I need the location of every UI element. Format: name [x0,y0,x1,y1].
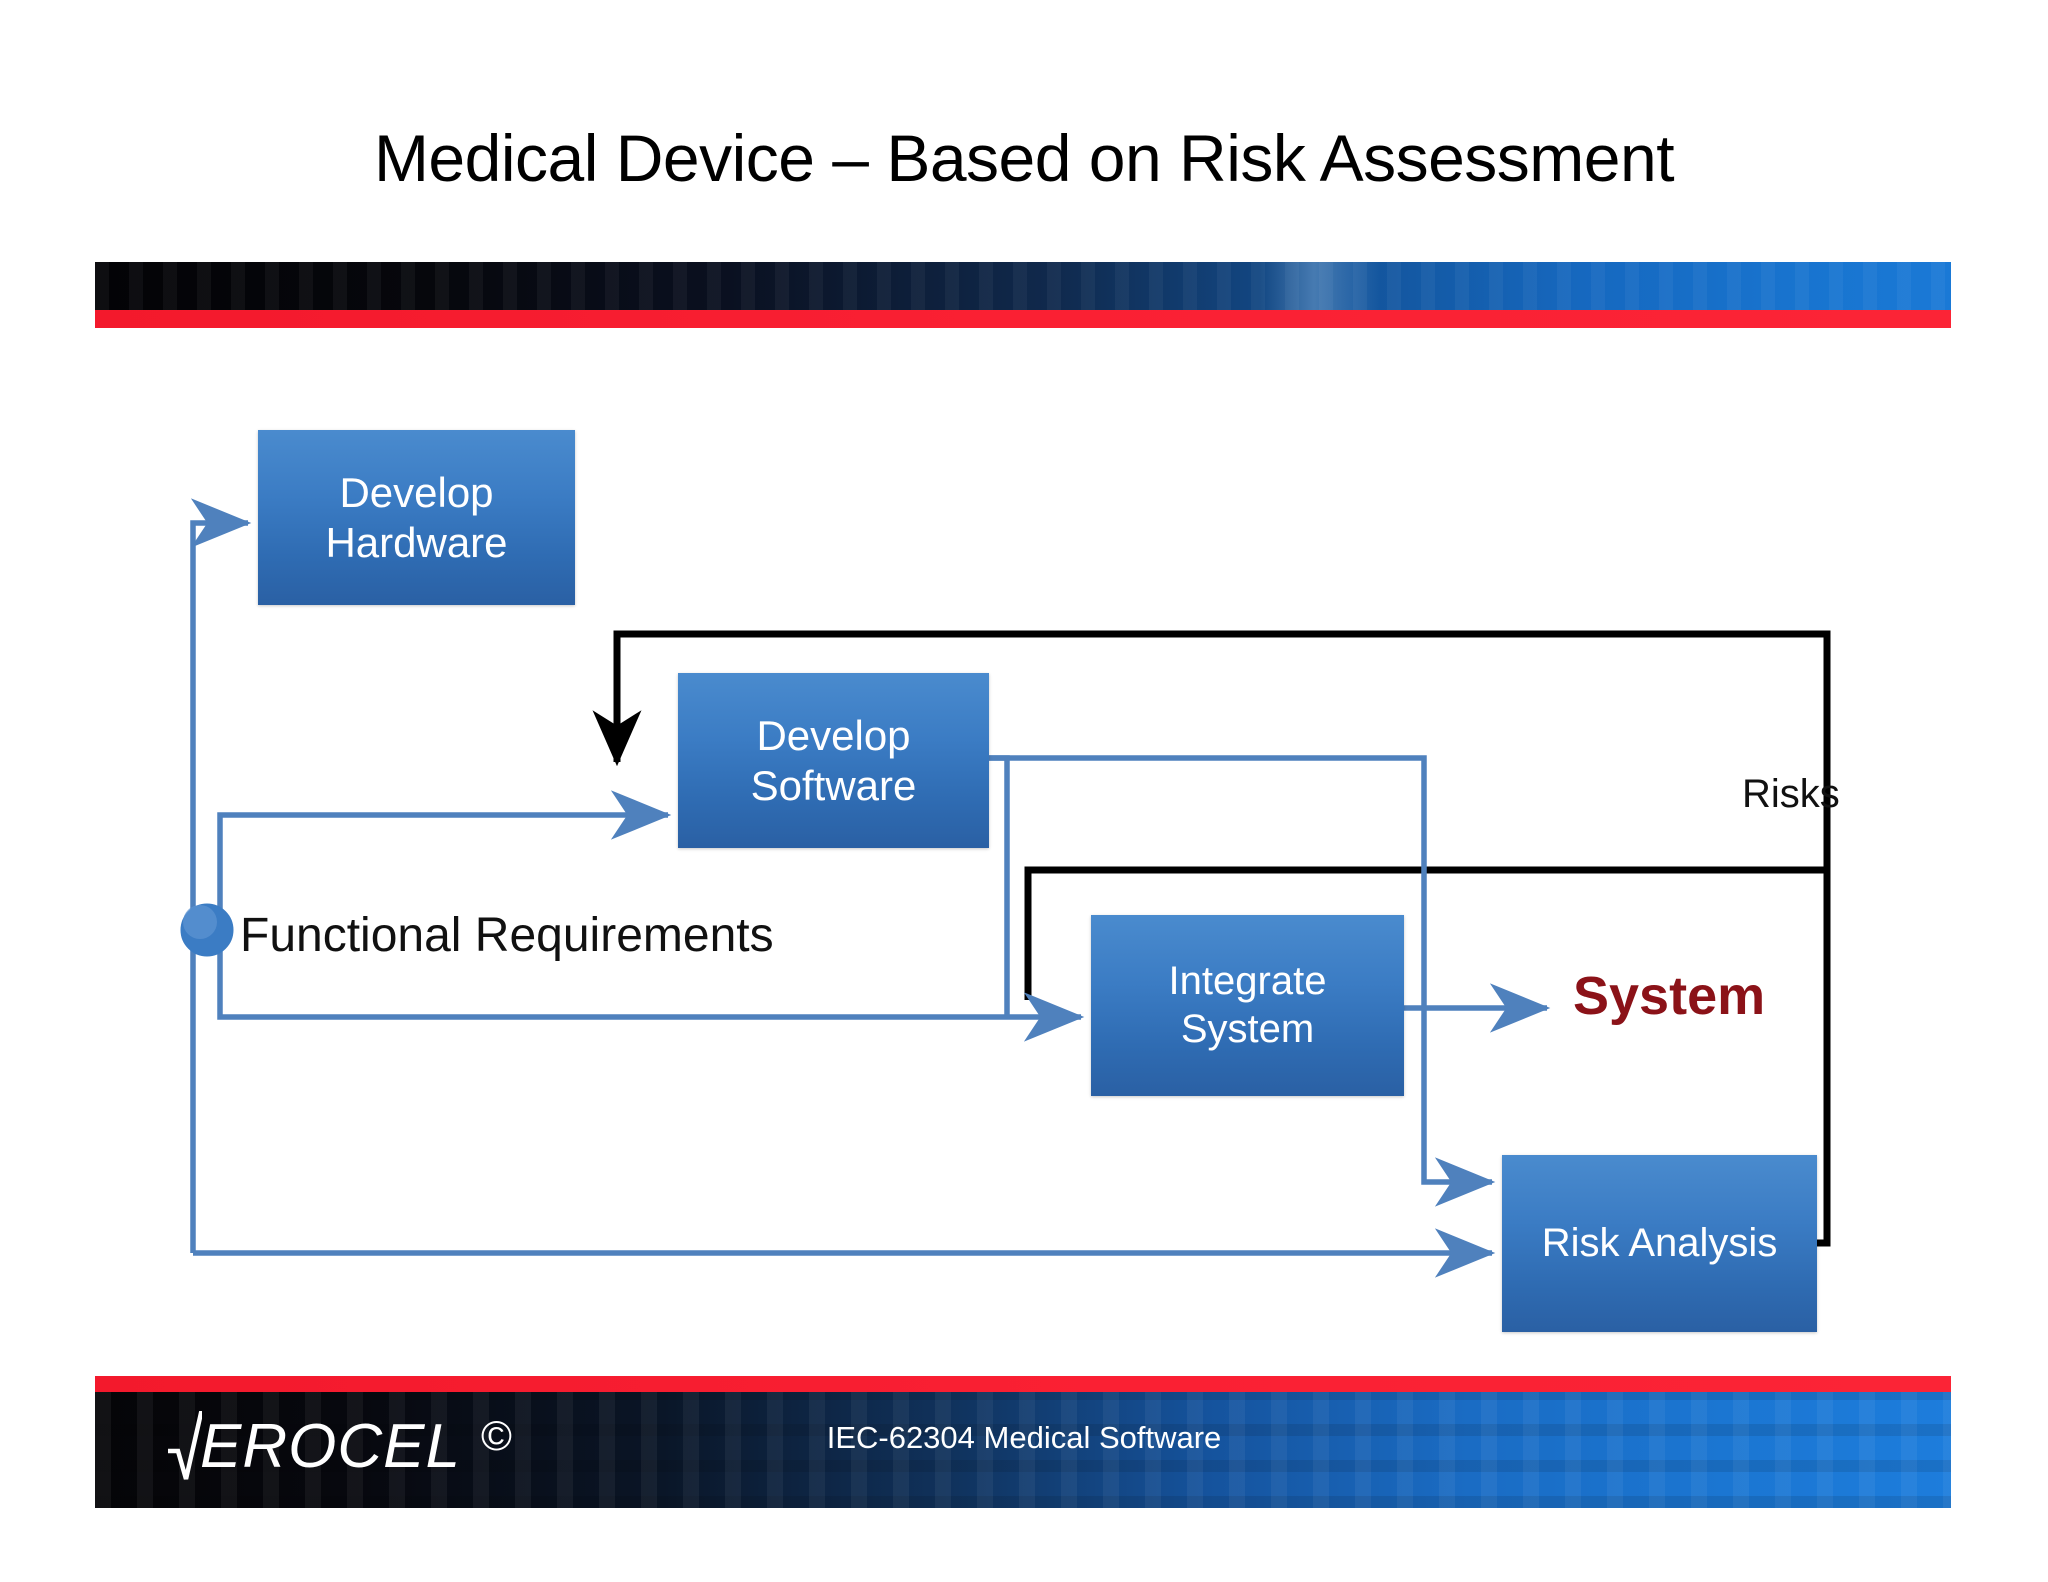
connector-fr-to-develop-software [217,790,672,930]
node-risk-analysis-label: Risk Analysis [1541,1220,1778,1265]
verocel-logo: EROCEL © [168,1407,513,1485]
footer-banner-red-stripe [95,1376,1951,1392]
verocel-logo-text: EROCEL [200,1411,461,1481]
copyright-symbol: © [480,1412,513,1459]
connector-fr-to-develop-hardware [190,498,252,1253]
connector-risks-to-integrate-system [1024,866,1827,1000]
page-title: Medical Device – Based on Risk Assessmen… [373,121,1675,195]
connector-risks-to-develop-software [592,630,1831,1247]
label-functional-requirements: Functional Requirements [240,909,774,962]
connector-develop-software-to-integrate-system [989,755,1010,1017]
footer-banner [95,1392,1951,1508]
header-banner-red-stripe [95,310,1951,328]
header-banner-sheen [1260,262,1380,310]
footer-center-text: IEC-62304 Medical Software [826,1420,1222,1455]
radical-icon [168,1411,202,1481]
node-risk-analysis[interactable]: Risk Analysis [1502,1155,1817,1332]
connector-fr-to-integrate-system [217,930,1085,1042]
connector-develop-software-to-risk-analysis [989,755,1496,1207]
label-system: System [1573,966,1766,1026]
functional-requirements-node-dot-highlight [183,905,217,939]
header-banner [95,262,1951,310]
label-risks: Risks [1742,772,1840,816]
